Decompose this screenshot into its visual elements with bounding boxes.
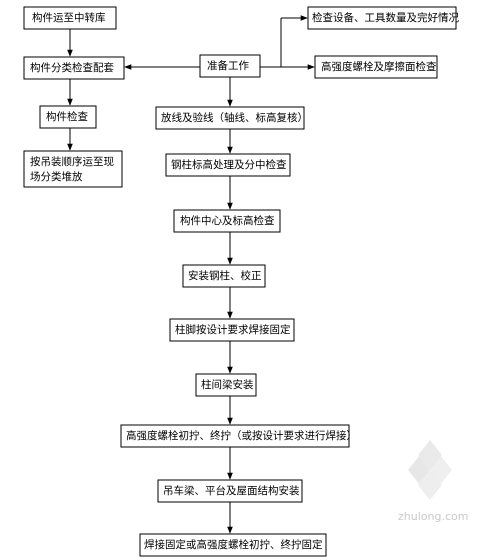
node-column-elevation-box (165, 153, 291, 177)
node-final-fix-label: 焊接固定或高强度螺栓初拧、终拧固定 (144, 538, 323, 551)
node-beam-install-box (195, 373, 257, 397)
node-bolt-check-label: 高强度螺栓及摩擦面检查 (321, 60, 437, 73)
node-install-column-label: 安装钢柱、校正 (188, 269, 262, 282)
node-column-elevation-label: 钢柱标高处理及分中检查 (171, 158, 287, 171)
node-bolt-tighten-box (120, 424, 350, 448)
watermark-text: zhulong.com (398, 510, 468, 523)
node-check-equipment-box (307, 6, 457, 30)
node-sort-check-box (23, 56, 125, 80)
node-center-elevation-label: 构件中心及标高检查 (180, 214, 275, 227)
node-sort-check-label: 构件分类检查配套 (30, 61, 114, 74)
watermark-logo-icon (408, 440, 452, 500)
node-column-foot-box (169, 318, 295, 342)
node-bolt-check-box (314, 55, 438, 79)
node-final-fix-box (139, 533, 327, 557)
node-transfer-depot-label: 构件运至中转库 (32, 11, 106, 24)
node-column-foot-label: 柱脚按设计要求焊接固定 (175, 323, 291, 336)
node-beam-install-label: 柱间梁安装 (201, 378, 254, 391)
node-stack-order-label-1: 按吊装顺序运至现 (30, 155, 114, 168)
node-component-check-label: 构件检查 (46, 110, 88, 123)
node-center-elevation-box (173, 209, 281, 233)
node-crane-beam-label: 吊车梁、平台及屋面结构安装 (163, 484, 300, 497)
node-prepare-work-label: 准备工作 (207, 59, 249, 72)
node-stack-order-label-2: 场分类堆放 (30, 170, 83, 183)
node-layout-verify-label: 放线及验线（轴线、标高复核） (161, 111, 308, 124)
node-bolt-tighten-label: 高强度螺栓初拧、终拧（或按设计要求进行焊接） (126, 429, 357, 442)
node-component-check-box (39, 105, 97, 129)
node-stack-order-box (23, 150, 123, 188)
node-check-equipment-label: 检查设备、工具数量及完好情况 (312, 11, 459, 24)
node-install-column-box (182, 264, 266, 288)
